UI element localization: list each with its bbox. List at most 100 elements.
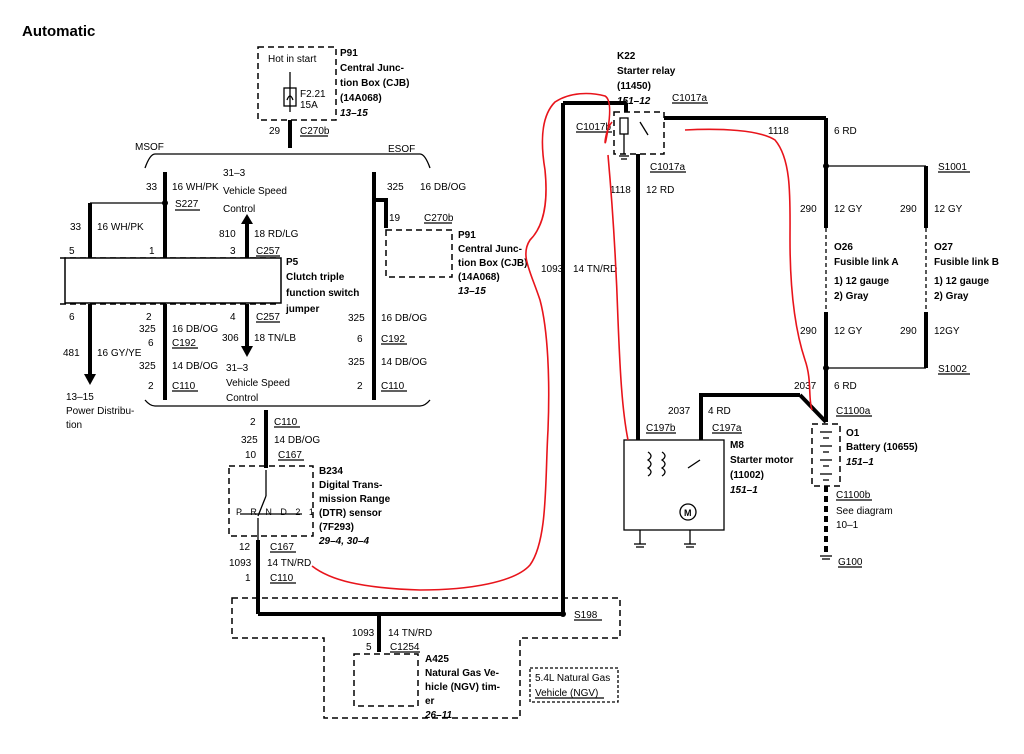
starter-part: (11002) xyxy=(730,470,764,481)
battery-id: O1 xyxy=(846,428,860,439)
ngv-c1254: C1254 xyxy=(390,642,420,653)
esof-cjb-name1: Central Junc- xyxy=(458,244,522,255)
battery-ref: 151–1 xyxy=(846,457,874,468)
dtr-part: (7F293) xyxy=(319,522,354,533)
red-annotation-1118 xyxy=(607,154,629,441)
fuse-b-id: O27 xyxy=(934,242,953,253)
relay-box xyxy=(613,111,665,155)
splice-s227: S227 xyxy=(175,199,199,210)
fuse-a-pin2: 290 xyxy=(800,326,817,337)
vss2-l1: Vehicle Speed xyxy=(226,378,290,389)
fuse-id: F2.21 xyxy=(300,89,326,100)
msof-label: MSOF xyxy=(135,142,164,153)
relay-w1118b-pin: 1118 xyxy=(768,126,789,137)
pd-l2: tion xyxy=(66,420,82,431)
fuse-a-wire2: 12 GY xyxy=(834,326,863,337)
p5-id: P5 xyxy=(286,257,299,268)
esof-cjb-name2: tion Box (CJB) xyxy=(458,258,527,269)
dtr-sensor-box xyxy=(228,465,314,537)
starter-ref: 151–1 xyxy=(730,485,758,496)
ngv-ref: 26–11 xyxy=(424,710,453,721)
vss1-l1: Vehicle Speed xyxy=(223,186,287,197)
splice-s1001: S1001 xyxy=(938,162,967,173)
dtr-l2: mission Range xyxy=(319,494,391,505)
relay-w1118a-pin: 1118 xyxy=(610,185,631,196)
dtr-gear-positions: P R N D 2 1 xyxy=(236,507,317,517)
battery-box xyxy=(811,423,841,487)
ngv-id: A425 xyxy=(425,654,449,665)
p5-conn-c257-top: C257 xyxy=(256,246,280,257)
splice-s1002: S1002 xyxy=(938,364,967,375)
vss1-ref: 31–3 xyxy=(223,168,246,179)
relay-w1093-wire: 14 TN/RD xyxy=(573,264,617,275)
dtr-w3-wire: 14 TN/RD xyxy=(267,558,311,569)
cjb-top-conn: C270b xyxy=(300,126,330,137)
battery-see1: See diagram xyxy=(836,506,893,517)
left-w1-pin: 33 xyxy=(146,182,158,193)
ngv-w-pin: 1093 xyxy=(352,628,375,639)
esof-cjb-part: (14A068) xyxy=(458,272,500,283)
relay-ref: 151–12 xyxy=(617,96,651,107)
left-w4-wire: 16 DB/OG xyxy=(172,324,218,335)
left-w7-pin: 325 xyxy=(139,361,156,372)
esof-c110: C110 xyxy=(381,381,405,392)
fuse-a-pin: 290 xyxy=(800,204,817,215)
dtr-w2-pin: 12 xyxy=(239,542,251,553)
dtr-w3-pin2: 1 xyxy=(245,573,251,584)
p5-pin-1: 1 xyxy=(149,246,155,257)
left-w6-wire: 16 GY/YE xyxy=(97,348,142,359)
relay-w1118b-wire: 6 RD xyxy=(834,126,857,137)
dtr-w1-pin2: 10 xyxy=(245,450,257,461)
left-w5-pin: 306 xyxy=(222,333,239,344)
fuse-a-o2: 2) Gray xyxy=(834,291,869,302)
fuse-a-name: Fusible link A xyxy=(834,257,899,268)
relay-coil-icon xyxy=(619,117,629,135)
fuse-a-o1: 1) 12 gauge xyxy=(834,276,889,287)
ngv-l1: Natural Gas Ve- xyxy=(425,668,499,679)
fuse-b-wire: 12 GY xyxy=(934,204,963,215)
left-c192: C192 xyxy=(172,338,196,349)
ngv-l2: hicle (NGV) tim- xyxy=(425,682,500,693)
ground-g100: G100 xyxy=(838,557,863,568)
cjb-top-name1: Central Junc- xyxy=(340,63,404,74)
left-w4-pin2: 6 xyxy=(148,338,154,349)
dtr-c110-bottom: C110 xyxy=(270,573,294,584)
dtr-w3-pin: 1093 xyxy=(229,558,252,569)
p5-pin-3: 3 xyxy=(230,246,236,257)
relay-l1: Starter relay xyxy=(617,66,676,77)
relay-part: (11450) xyxy=(617,81,651,92)
hot-in-start-label: Hot in start xyxy=(268,54,317,65)
relay-c1017b: C1017b xyxy=(576,122,611,133)
dtr-w1-wire: 14 DB/OG xyxy=(274,435,320,446)
esof-w1-pin: 325 xyxy=(387,182,404,193)
fuse-a-wire: 12 GY xyxy=(834,204,863,215)
motor-label: M xyxy=(684,508,692,518)
ngv-l3: er xyxy=(425,696,435,707)
ngv-note2: Vehicle (NGV) xyxy=(535,688,598,699)
battery-cells-icon xyxy=(820,431,832,481)
cjb-top-id: P91 xyxy=(340,48,358,59)
starter-l1: Starter motor xyxy=(730,455,793,466)
esof-w2-wire: 16 DB/OG xyxy=(381,313,427,324)
pd-ref: 13–15 xyxy=(66,392,94,403)
starter-wire: 4 RD xyxy=(708,406,731,417)
cjb-top-box xyxy=(257,46,337,121)
starter-motor-box xyxy=(623,439,725,531)
p5-jumper-box xyxy=(64,257,282,304)
starter-c197b: C197b xyxy=(646,423,676,434)
diagram-title: Automatic xyxy=(22,23,95,40)
esof-w2-pin2: 6 xyxy=(357,334,363,345)
fuse-a-id: O26 xyxy=(834,242,853,253)
starter-contact-icon xyxy=(687,459,701,469)
dtr-c167-top: C167 xyxy=(278,450,302,461)
p5-conn-c257-bottom: C257 xyxy=(256,312,280,323)
motor-icon xyxy=(679,503,697,521)
fuse-b-pin: 290 xyxy=(900,204,917,215)
vss1-l2: Control xyxy=(223,204,255,215)
red-annotation-6rd xyxy=(684,128,813,411)
p5-l3: jumper xyxy=(285,304,319,315)
dtr-ref: 29–4, 30–4 xyxy=(318,536,369,547)
left-w2-pin: 33 xyxy=(70,222,82,233)
ngv-region xyxy=(231,597,621,719)
left-c110: C110 xyxy=(172,381,196,392)
